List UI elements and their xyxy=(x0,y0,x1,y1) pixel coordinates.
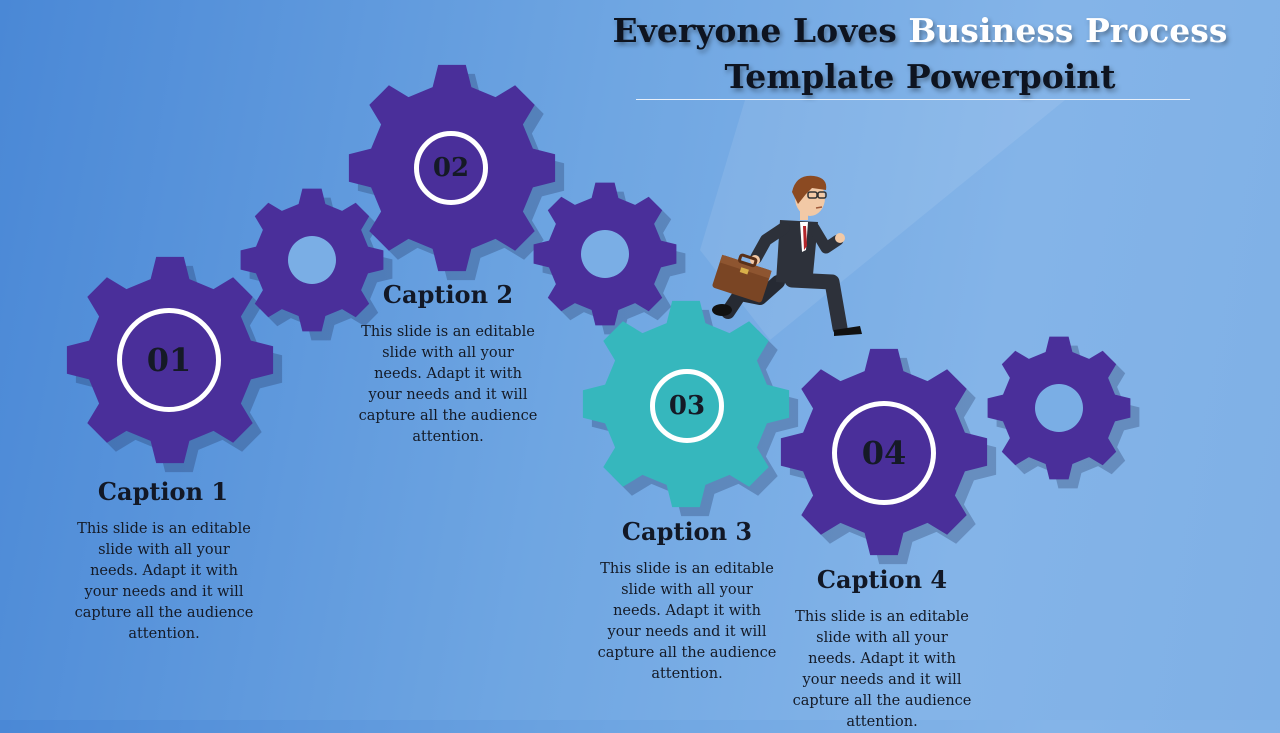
caption-1: Caption 1 xyxy=(97,477,229,506)
caption-4: Caption 4 xyxy=(816,565,948,594)
caption-3-text: This slide is an editable slide with all… xyxy=(597,561,777,682)
title-underline xyxy=(636,99,1190,100)
caption-2: Caption 2 xyxy=(382,280,514,309)
caption-2-text: This slide is an editable slide with all… xyxy=(358,324,538,445)
step-number-badge-3: 03 xyxy=(650,369,724,443)
gear-icon-small-c xyxy=(987,336,1147,496)
step-number-badge-2: 02 xyxy=(414,131,488,205)
briefcase-icon xyxy=(712,253,772,303)
title-highlight: Business Process xyxy=(908,11,1228,50)
caption-4-text: This slide is an editable slide with all… xyxy=(792,609,972,730)
gear-icon-small-b xyxy=(533,182,693,342)
step-number-badge-1: 01 xyxy=(117,308,221,412)
running-businessman-icon xyxy=(712,175,862,336)
caption-1-text: This slide is an editable slide with all… xyxy=(74,521,254,642)
gear-icon-small-a xyxy=(240,188,400,348)
title-part1: Everyone Loves xyxy=(612,11,909,50)
step-number-badge-4: 04 xyxy=(832,401,936,505)
title-line2: Template Powerpoint xyxy=(724,57,1116,96)
slide-title: Everyone Loves Business Process Template… xyxy=(600,8,1240,100)
caption-3: Caption 3 xyxy=(621,517,753,546)
